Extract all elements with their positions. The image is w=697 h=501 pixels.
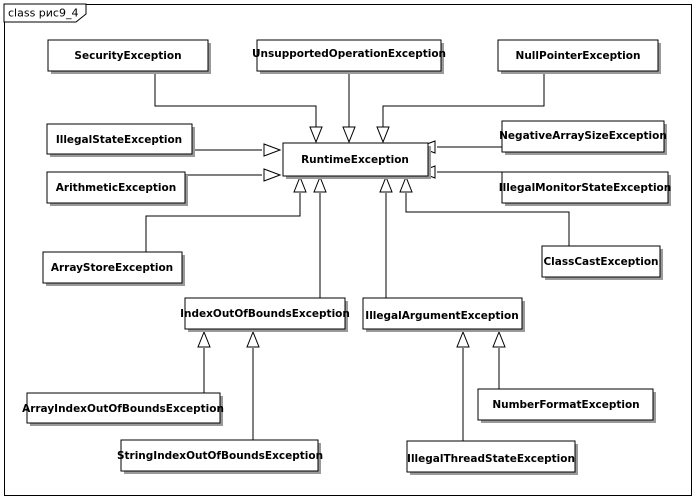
class-array-store[interactable]: ArrayStoreException [42,251,185,286]
generalization-edges [145,72,570,441]
diagram-title-tab: class рис9_4 [3,3,87,23]
arrowhead-classcast [399,175,413,193]
class-runtime[interactable]: RuntimeException [282,142,431,179]
class-string-index-out-of-bounds[interactable]: StringIndexOutOfBoundsException [117,439,323,474]
arrowhead-stringindexoob [246,330,260,348]
class-class-cast[interactable]: ClassCastException [541,245,663,280]
class-illegal-state-label: IllegalStateException [56,134,182,146]
class-null-pointer-label: NullPointerException [516,50,641,62]
generalization-arrowheads [197,126,506,348]
class-arithmetic[interactable]: ArithmeticException [46,171,188,206]
edge-nullpointer-runtime [382,72,545,140]
class-negative-array-size[interactable]: NegativeArraySizeException [499,120,667,155]
class-security-label: SecurityException [74,50,181,62]
arrowhead-unsupported [342,126,356,144]
class-illegal-monitor-state-label: IllegalMonitorStateException [499,182,672,194]
class-index-out-of-bounds-label: IndexOutOfBoundsException [180,308,350,320]
class-illegal-monitor-state[interactable]: IllegalMonitorStateException [499,171,672,206]
edge-classcast-runtime [405,193,570,246]
arrowhead-arithmetic [263,168,282,182]
class-array-index-out-of-bounds-label: ArrayIndexOutOfBoundsException [22,403,224,415]
class-number-format-label: NumberFormatException [492,399,639,411]
class-arithmetic-label: ArithmeticException [56,182,176,194]
arrowhead-illegalargument [379,175,393,193]
class-array-index-out-of-bounds[interactable]: ArrayIndexOutOfBoundsException [22,392,224,426]
arrowhead-numberformat [492,330,506,348]
class-class-cast-label: ClassCastException [543,256,658,268]
arrowhead-arrayindexoob [197,330,211,348]
class-illegal-thread-state-label: IllegalThreadStateException [407,453,575,465]
diagram-title: class рис9_4 [8,7,78,20]
class-illegal-state[interactable]: IllegalStateException [46,123,195,157]
arrowhead-indexoob [313,175,327,193]
class-unsupported-operation-label: UnsupportedOperationException [252,48,446,60]
edge-arraystore-runtime [145,193,301,252]
class-number-format[interactable]: NumberFormatException [477,388,656,423]
class-unsupported-operation[interactable]: UnsupportedOperationException [252,39,446,74]
class-illegal-argument-label: IllegalArgumentException [365,310,518,322]
arrowhead-arraystore [293,175,307,193]
arrowhead-illegalstate [263,143,282,157]
class-runtime-label: RuntimeException [301,154,409,166]
class-index-out-of-bounds[interactable]: IndexOutOfBoundsException [180,297,350,332]
class-null-pointer[interactable]: NullPointerException [497,39,661,74]
arrowhead-nullpointer [376,126,390,144]
class-string-index-out-of-bounds-label: StringIndexOutOfBoundsException [117,450,323,462]
arrowhead-security [309,126,323,144]
class-security[interactable]: SecurityException [47,39,211,74]
class-illegal-thread-state[interactable]: IllegalThreadStateException [406,440,578,475]
class-array-store-label: ArrayStoreException [51,262,173,274]
class-illegal-argument[interactable]: IllegalArgumentException [362,297,525,332]
class-negative-array-size-label: NegativeArraySizeException [499,130,667,142]
edge-security-runtime [154,72,317,140]
arrowhead-illegalthread [456,330,470,348]
